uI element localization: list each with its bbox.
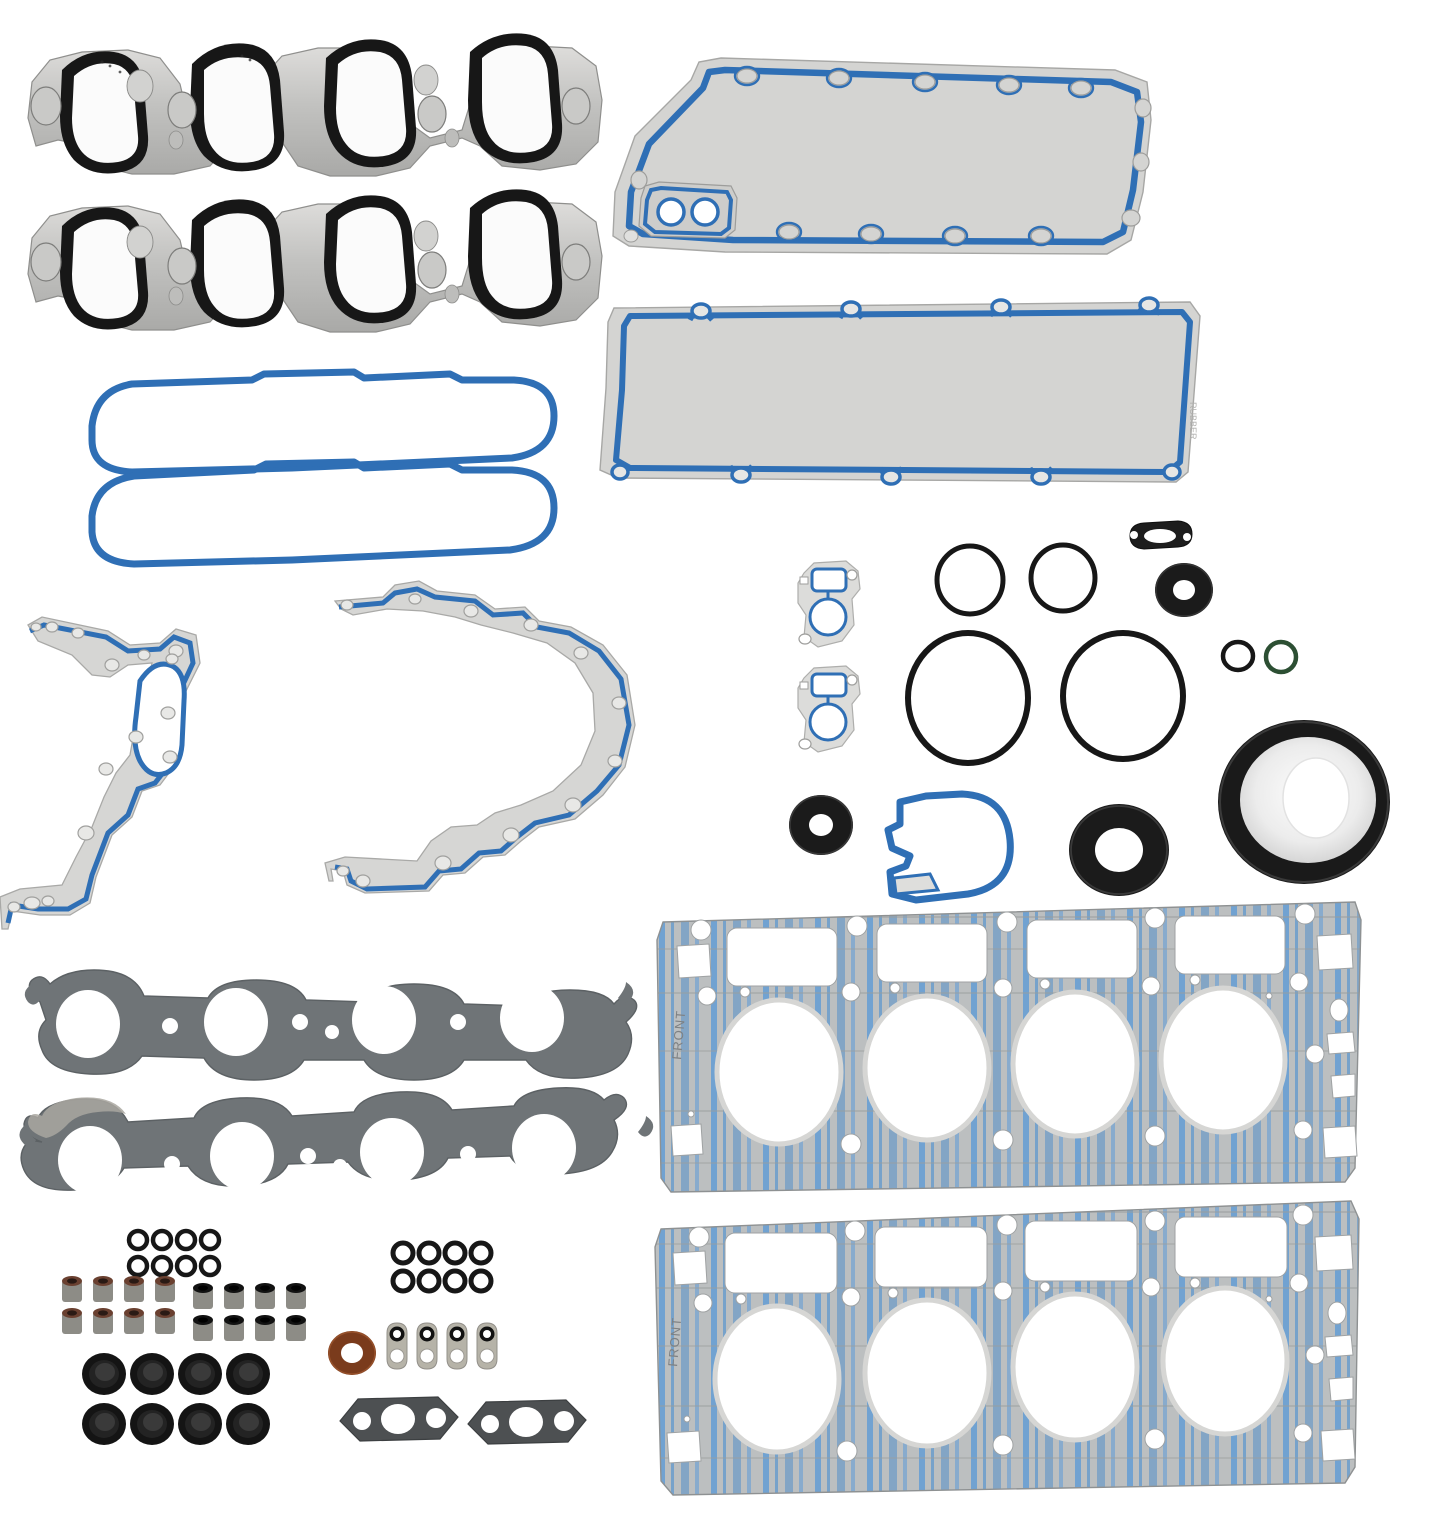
intake-manifold-gasket-left (10, 22, 610, 187)
water-pump-gasket-1 (790, 555, 870, 660)
oring-set-top-right (388, 1240, 498, 1300)
head-gasket-front-marking: FRONT (669, 1009, 688, 1060)
timing-cover-gasket-right (324, 575, 775, 955)
oil-restrictors (383, 1321, 513, 1383)
oil-pump-gasket (870, 786, 1035, 906)
head-gasket-front-marking: FRONT (665, 1316, 684, 1367)
head-gasket-lower: FRONT (654, 1195, 1365, 1500)
front-crank-seal-medium (1064, 800, 1174, 900)
camshaft-seal (1152, 560, 1216, 620)
oring-large-a (932, 542, 1008, 618)
timing-cover-gasket-left (0, 585, 400, 965)
small-oval-gasket (1122, 518, 1200, 556)
rubber-plugs (80, 1352, 280, 1472)
oring-small-green (1260, 636, 1302, 678)
exhaust-manifold-gasket-upper (10, 968, 650, 1081)
valve-stem-seals-black (189, 1279, 319, 1351)
rear-main-seal (1212, 716, 1397, 888)
head-gasket-upper: FRONT (655, 900, 1365, 1200)
oil-pan-gasket (595, 40, 1175, 305)
egr-gasket-left (336, 1391, 466, 1447)
exhaust-manifold-gasket-lower (10, 1087, 665, 1219)
intake-manifold-gasket-right (10, 178, 610, 343)
egr-gasket-right (464, 1394, 594, 1450)
valley-cover-gasket: RUBBER (590, 282, 1210, 507)
oring-small-black (1218, 636, 1258, 676)
water-pump-gasket-2 (790, 660, 870, 765)
valve-cover-gasket-lower (72, 458, 562, 570)
oring-xl-a (900, 630, 1040, 770)
oring-xl-b (1055, 630, 1195, 770)
svg-text:RUBBER: RUBBER (1188, 402, 1198, 440)
valve-stem-seals-brown (58, 1272, 188, 1344)
valve-cover-gasket-upper (72, 368, 562, 478)
oring-set-top-left (124, 1228, 224, 1284)
front-crank-seal-small (786, 792, 856, 858)
oring-large-b (1025, 542, 1101, 618)
brown-seal (326, 1329, 378, 1377)
